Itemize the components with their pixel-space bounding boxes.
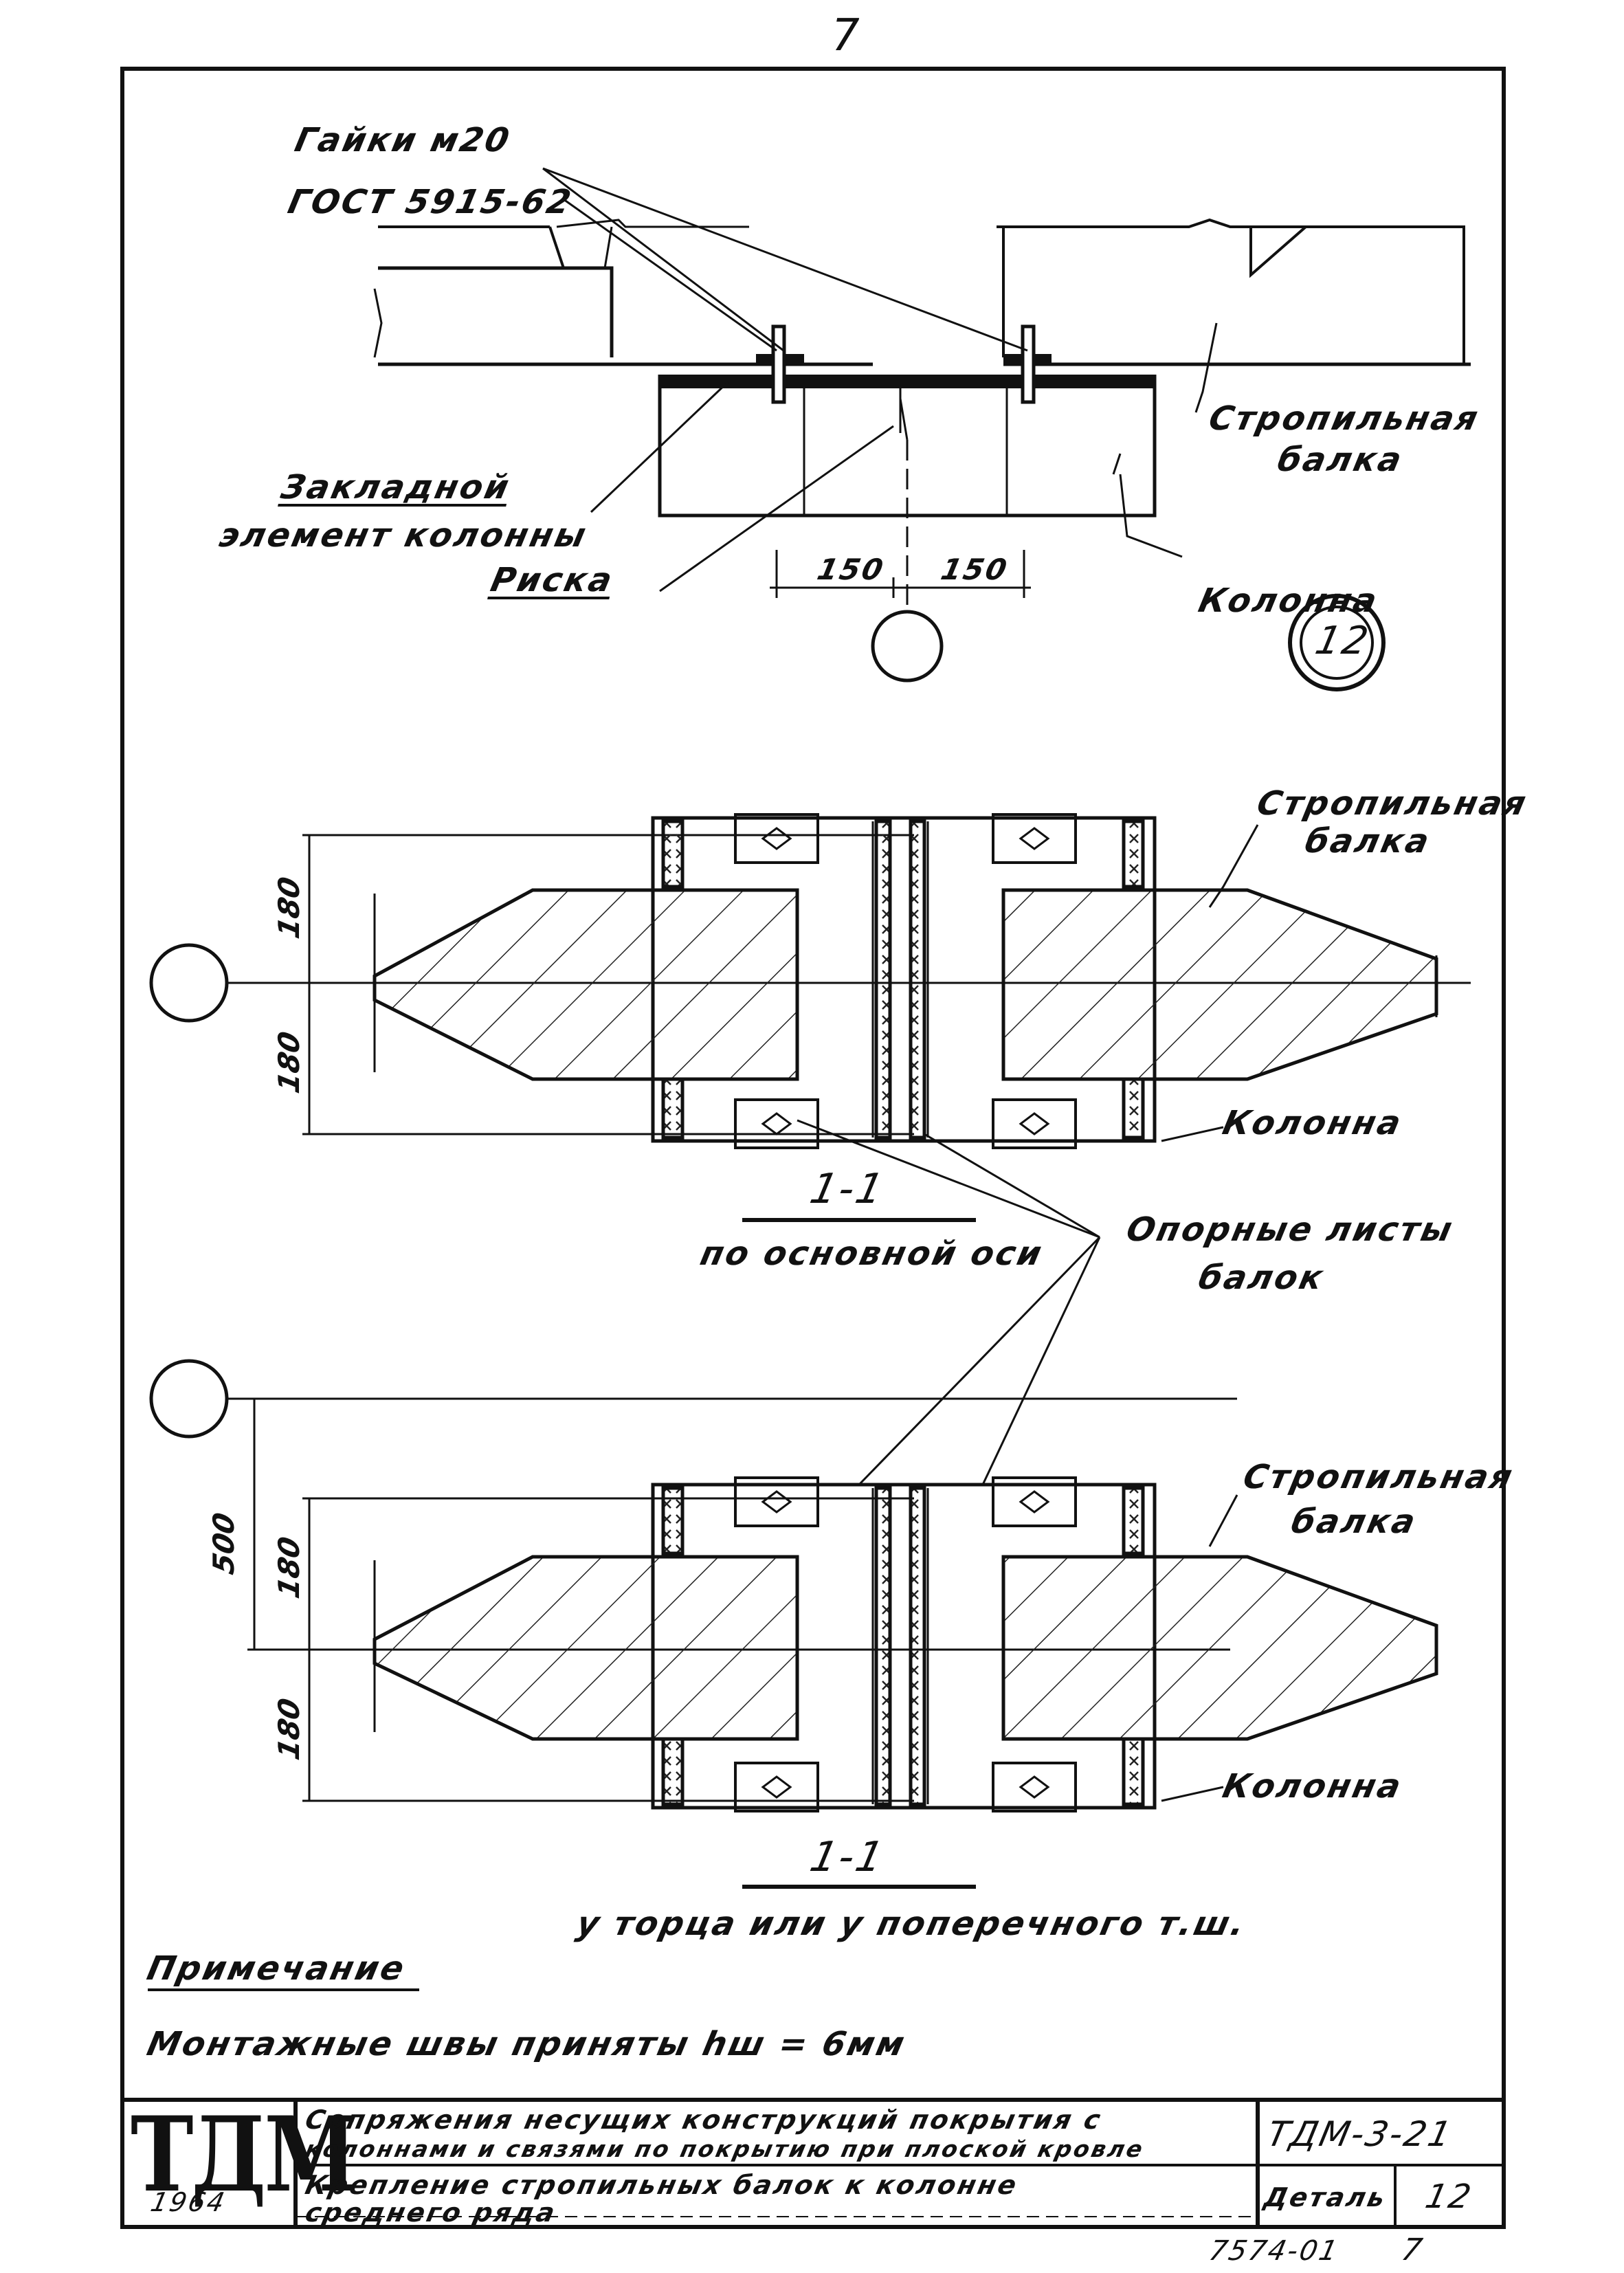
- top-detail: [373, 167, 1471, 691]
- section-main-dim-top: 180: [272, 874, 306, 942]
- section-main-id: 1-1: [805, 1165, 890, 1213]
- section-main-beam-label-1: Стропильная: [1254, 784, 1532, 823]
- mark-label: Риска: [487, 561, 618, 599]
- section-end-column-label: Колонна: [1219, 1767, 1407, 1806]
- detail-label: Деталь: [1261, 2182, 1390, 2213]
- section-main-column-label: Колонна: [1219, 1104, 1407, 1142]
- section-main-dim-bottom: 180: [272, 1028, 306, 1096]
- detail-number: 12: [1422, 2177, 1477, 2216]
- sheet-title-line-2: среднего ряда: [302, 2197, 560, 2228]
- section-end-dim-top: 180: [272, 1533, 306, 1601]
- nuts-label-line-2: ГОСТ 5915-62: [285, 183, 577, 221]
- page-number: 7: [832, 10, 860, 61]
- plates-label-line-2: балок: [1195, 1259, 1328, 1297]
- section-end-dim-bottom: 180: [272, 1695, 306, 1763]
- section-end: [149, 1236, 1438, 1889]
- section-main-beam-label-2: балка: [1302, 822, 1434, 861]
- section-end-caption: у торца или у поперечного т.ш.: [573, 1905, 1250, 1943]
- section-end-beam-label-2: балка: [1288, 1503, 1421, 1541]
- section-main: [149, 813, 1471, 1239]
- dim-150-right: 150: [937, 553, 1012, 586]
- nuts-label-line-1: Гайки м20: [291, 121, 515, 159]
- section-main-caption: по основной оси: [697, 1234, 1047, 1273]
- note-heading: Примечание: [144, 1949, 410, 1988]
- column-label-top: Колонна: [1195, 581, 1383, 620]
- beam-label-line-2: балка: [1274, 441, 1407, 479]
- sheet-title-line-1: Крепление стропильных балок к колонне: [302, 2170, 1021, 2200]
- section-end-dim-500: 500: [207, 1509, 241, 1577]
- series-code: ТДМ-3-21: [1263, 2114, 1457, 2154]
- detail-circle-number: 12: [1311, 619, 1375, 663]
- embedded-label-line-1: Закладной: [278, 468, 515, 507]
- title-line-1: Сопряжения несущих конструкций покрытия …: [302, 2105, 1105, 2135]
- title-block-lines: [120, 1988, 1506, 2229]
- beam-label-line-1: Стропильная: [1205, 399, 1484, 438]
- note-text: Монтажные швы приняты hш = 6мм: [144, 2025, 910, 2063]
- section-end-id: 1-1: [805, 1833, 890, 1881]
- embedded-label-line-2: элемент колонны: [216, 516, 592, 555]
- section-end-beam-label-1: Стропильная: [1240, 1458, 1518, 1496]
- archive-number: 7574-01: [1206, 2235, 1343, 2267]
- title-line-2: колоннами и связями по покрытию при плос…: [302, 2136, 1147, 2162]
- dim-150-left: 150: [814, 553, 888, 586]
- title-year: 1964: [148, 2187, 230, 2217]
- plates-label-line-1: Опорные листы: [1123, 1210, 1458, 1249]
- tdm-logo: ТДМ: [131, 2094, 357, 2215]
